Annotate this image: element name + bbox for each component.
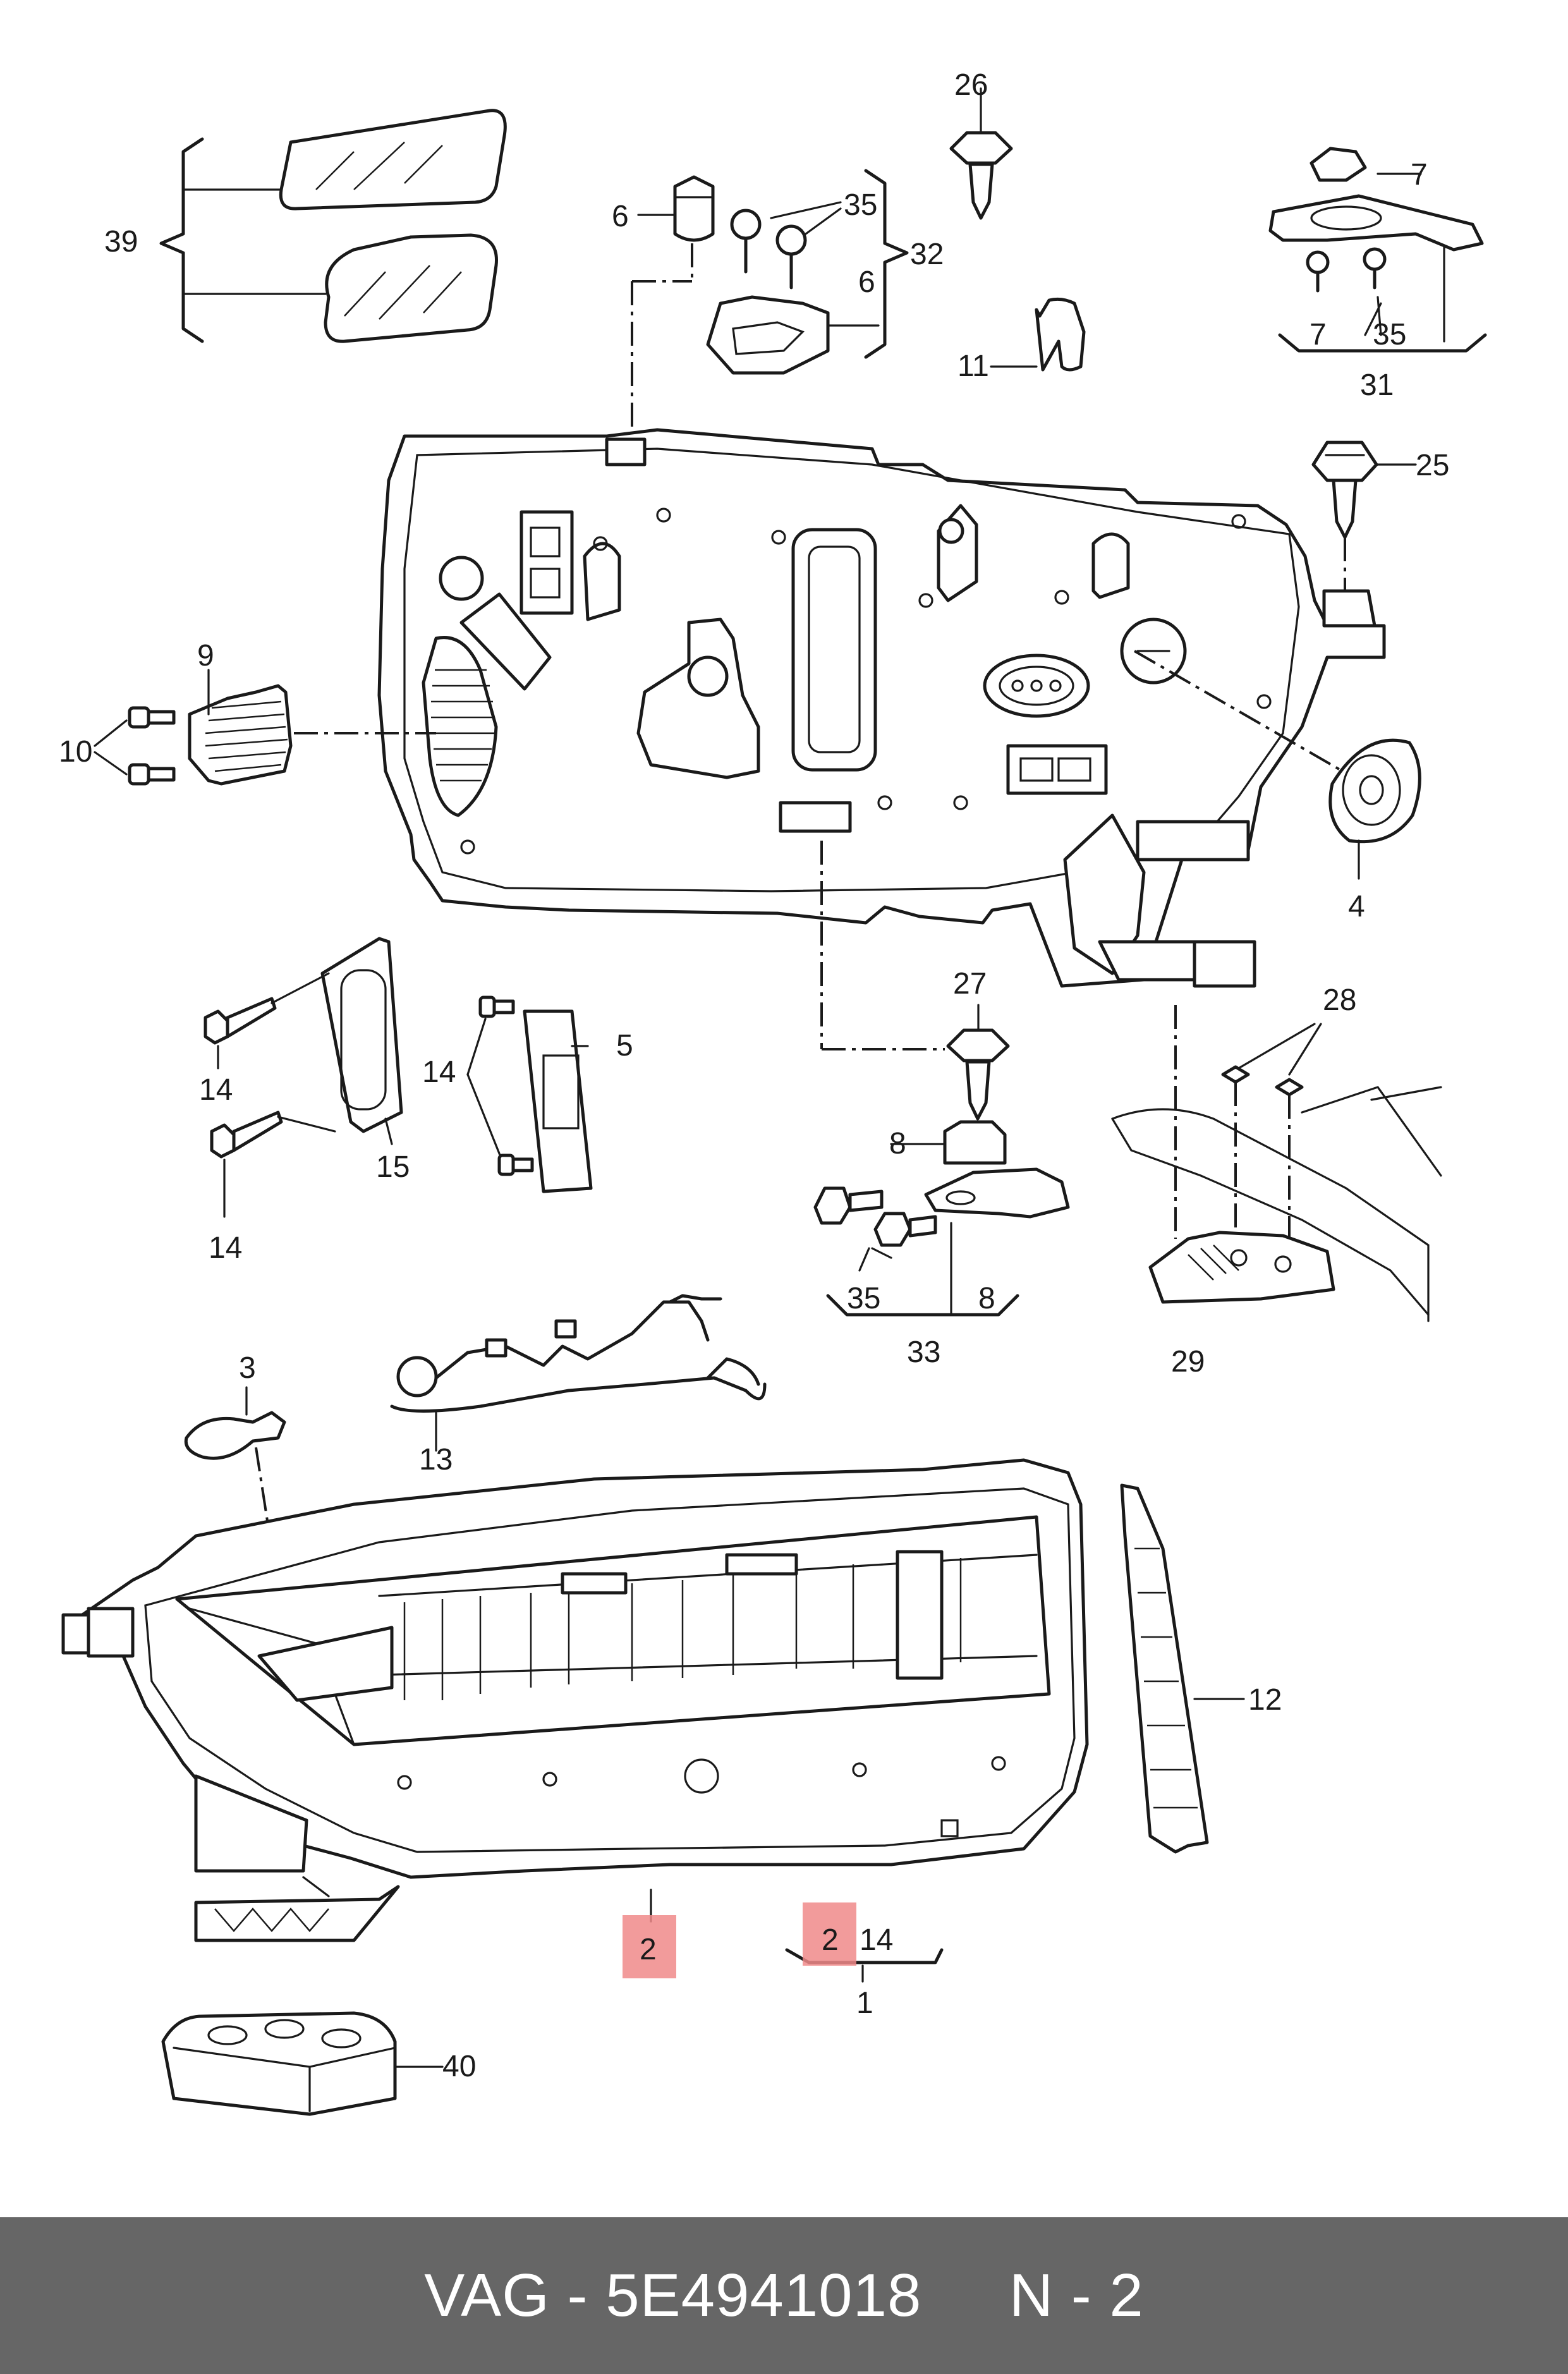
label-33: 33 xyxy=(907,1336,940,1369)
label-35-top: 35 xyxy=(844,188,877,222)
label-35-bottom: 35 xyxy=(847,1282,880,1315)
label-14-left-bottom: 14 xyxy=(209,1231,242,1265)
label-14-bracket: 14 xyxy=(860,1923,893,1957)
label-4: 4 xyxy=(1348,890,1365,923)
cap-4 xyxy=(1328,738,1421,880)
part-number-footer: VAG - 5E4941018 N - 2 xyxy=(0,2217,1568,2374)
label-7-top: 7 xyxy=(1411,158,1428,192)
label-12: 12 xyxy=(1248,1683,1282,1717)
label-8-top: 8 xyxy=(889,1127,906,1160)
label-10: 10 xyxy=(59,735,92,769)
label-25: 25 xyxy=(1416,449,1449,482)
headlamp-assembly-front xyxy=(61,1458,1089,1942)
label-7-low: 7 xyxy=(1310,318,1327,351)
cover-9 xyxy=(94,669,436,786)
screw-26 xyxy=(949,87,1013,220)
label-40: 40 xyxy=(442,2050,476,2083)
label-29: 29 xyxy=(1171,1345,1205,1379)
adjuster-cap-parts xyxy=(631,169,909,442)
frame-15 xyxy=(204,937,403,1218)
label-13: 13 xyxy=(419,1443,453,1476)
label-6-bracket: 6 xyxy=(858,265,875,299)
label-2-highlighted: 2 xyxy=(640,1933,657,1966)
label-35-right: 35 xyxy=(1373,318,1406,351)
callout-1-bracket xyxy=(623,1902,944,1983)
module-5 xyxy=(466,995,593,1193)
label-27: 27 xyxy=(953,967,987,1001)
label-5: 5 xyxy=(616,1029,633,1062)
bracket-33 xyxy=(813,841,1070,1317)
label-31: 31 xyxy=(1360,368,1394,402)
label-8-bottom: 8 xyxy=(978,1282,995,1315)
label-11: 11 xyxy=(957,350,989,383)
label-1: 1 xyxy=(856,1987,873,2020)
part-number-text: VAG - 5E4941018 N - 2 xyxy=(424,2261,1144,2329)
lens-cover-parts xyxy=(159,109,507,343)
label-28: 28 xyxy=(1323,983,1356,1017)
foam-block-40 xyxy=(161,2011,444,2116)
label-6-top: 6 xyxy=(612,200,629,233)
label-9: 9 xyxy=(197,639,214,673)
callout-labels: 39 6 35 32 6 26 11 7 7 35 31 25 9 10 4 1… xyxy=(59,68,1449,2083)
wiring-harness-13 xyxy=(390,1294,767,1452)
clip-11 xyxy=(990,297,1086,372)
label-14-left-top: 14 xyxy=(199,1073,233,1107)
label-14-mid: 14 xyxy=(422,1056,456,1089)
body-bracket-29 xyxy=(1111,1005,1442,1322)
label-3: 3 xyxy=(239,1351,256,1385)
screw-25 xyxy=(1311,441,1417,600)
label-26: 26 xyxy=(954,68,988,102)
label-39: 39 xyxy=(104,225,138,259)
label-32: 32 xyxy=(910,238,944,271)
bracket-31 xyxy=(1268,147,1487,353)
trim-strip-12 xyxy=(1120,1483,1245,1854)
highlight-box-2b xyxy=(803,1902,856,1966)
highlight-box-2a xyxy=(623,1915,676,1978)
label-15: 15 xyxy=(376,1150,410,1184)
headlamp-housing-rear xyxy=(377,428,1386,988)
label-2-bracket-highlighted: 2 xyxy=(822,1923,839,1957)
